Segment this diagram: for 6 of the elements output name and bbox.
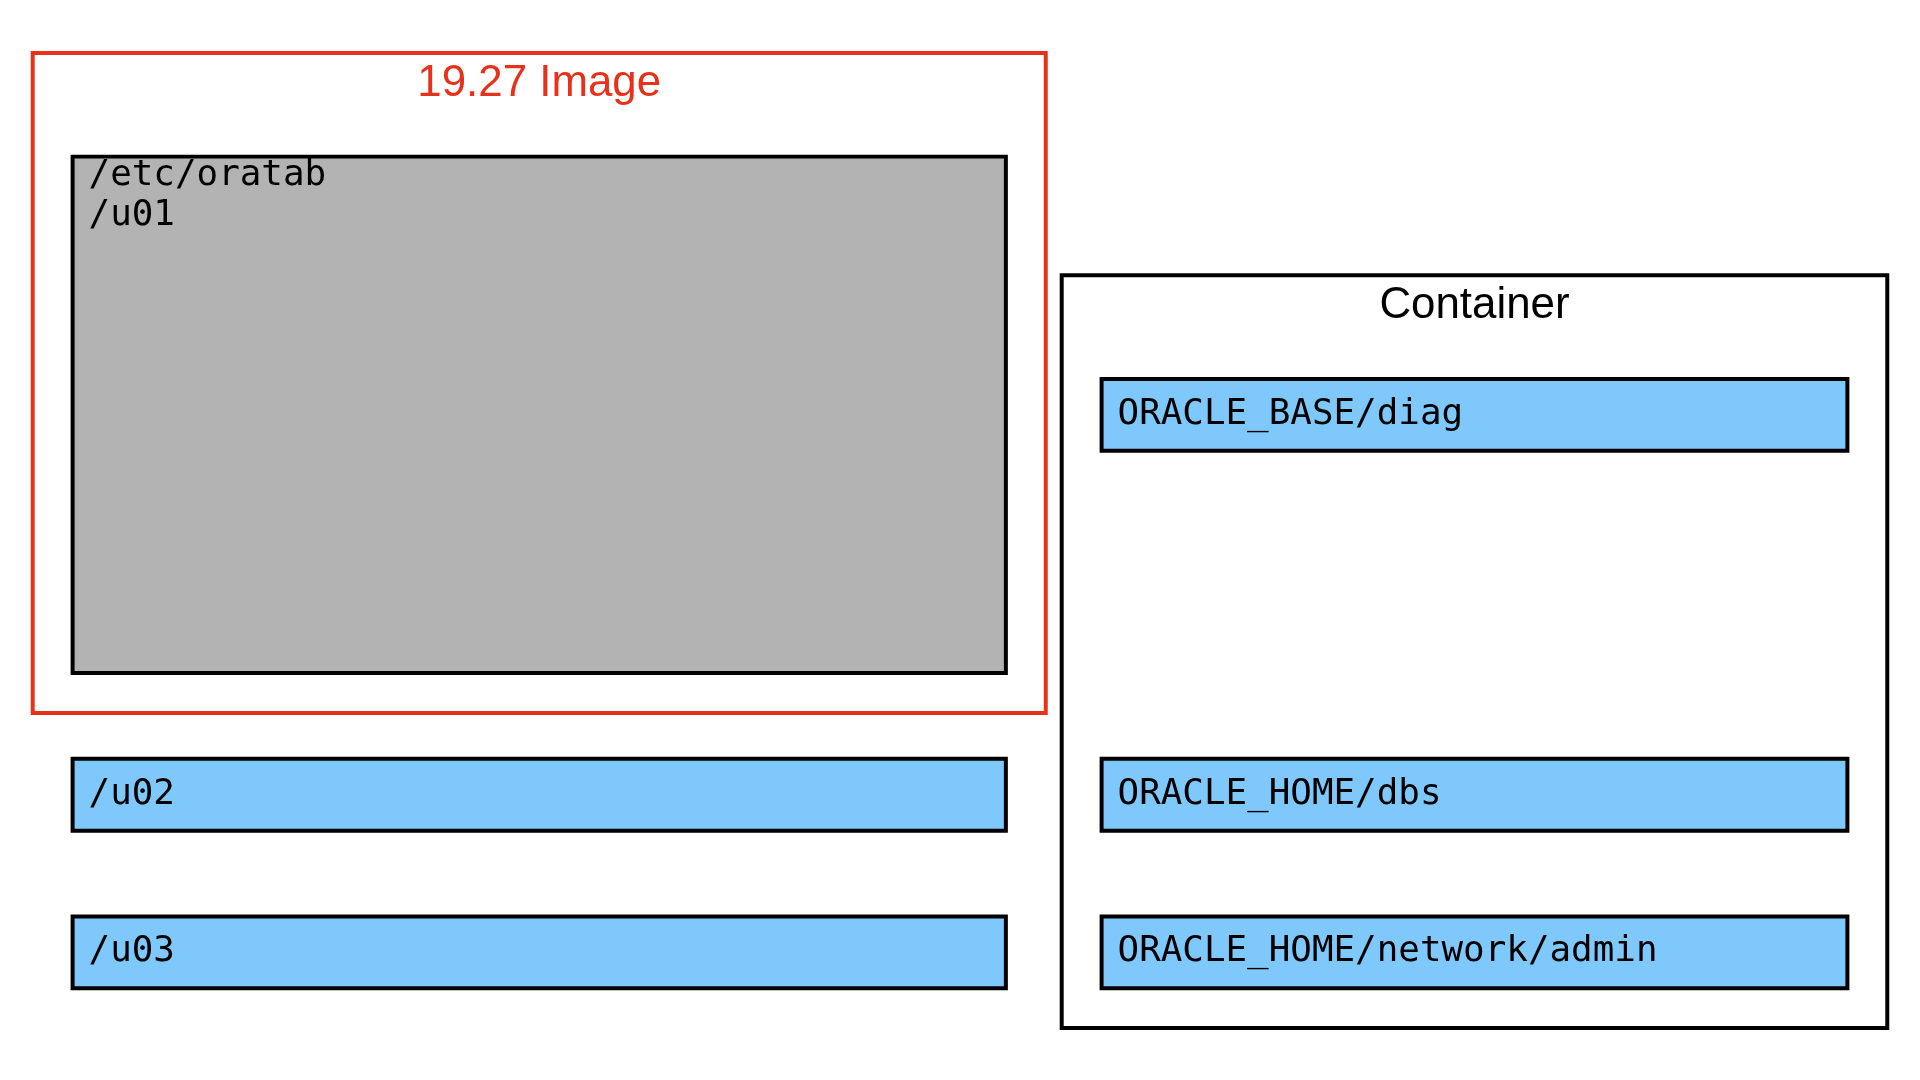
node-box: /u02: [70, 756, 1008, 833]
node-box: /etc/oratab /u01: [70, 154, 1008, 675]
node-box: ORACLE_HOME/network/admin: [1099, 913, 1850, 990]
node-box: ORACLE_BASE/diag: [1099, 376, 1850, 453]
node-box: /u03: [70, 913, 1008, 990]
node-box: ORACLE_HOME/dbs: [1099, 756, 1850, 833]
